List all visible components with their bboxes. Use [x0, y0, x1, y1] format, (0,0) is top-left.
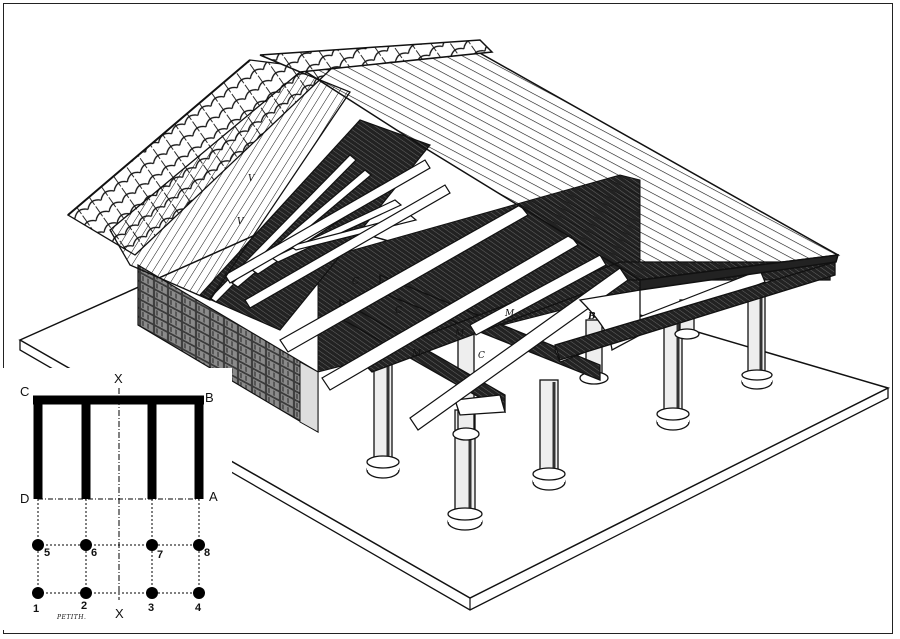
label-v-lower: V	[237, 217, 244, 227]
plan-column-1: 1	[33, 603, 40, 615]
label-c-2: C	[395, 306, 402, 316]
plan-axis-x-bottom: X	[115, 606, 124, 621]
label-m-2: M	[412, 349, 422, 359]
column	[656, 321, 690, 431]
plan-corner-c: C	[20, 384, 30, 399]
label-m-3: M	[455, 329, 465, 339]
plan-column-2: 2	[81, 600, 88, 612]
plan-column-3: 3	[148, 602, 155, 614]
label-c-3: C	[478, 351, 485, 361]
plan-column-4: 4	[195, 602, 202, 614]
engraver-signature: PETITH.	[57, 614, 87, 621]
label-c-1: C	[352, 277, 359, 287]
plan-column-markers	[32, 539, 205, 599]
right-roof-slope	[259, 39, 841, 291]
plan-column-8: 8	[204, 547, 211, 559]
label-v-upper: V	[248, 174, 255, 184]
plan-column-5: 5	[44, 547, 51, 559]
plan-column-6: 6	[91, 547, 98, 559]
column	[366, 359, 400, 479]
plan-corner-a: A	[209, 489, 218, 504]
plan-axis-x-top: X	[114, 371, 123, 386]
plan-inset	[0, 368, 232, 630]
label-m-1: M	[505, 309, 515, 319]
pediment	[554, 261, 836, 361]
plan-corner-d: D	[20, 491, 30, 506]
plan-corner-b: B	[205, 390, 214, 405]
plan-column-7: 7	[157, 549, 164, 561]
label-b-pediment: B	[588, 312, 596, 322]
column	[532, 379, 566, 491]
column	[741, 291, 773, 390]
image-border	[3, 3, 893, 634]
